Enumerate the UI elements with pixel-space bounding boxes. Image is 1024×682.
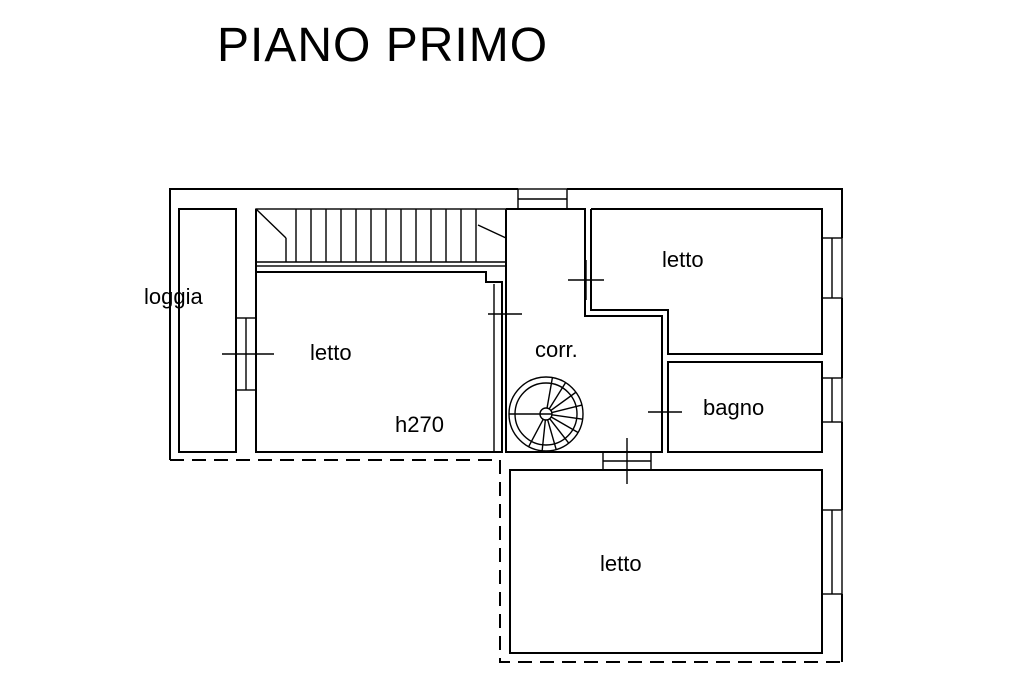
door-bottom xyxy=(602,438,652,484)
label-corridor: corr. xyxy=(535,337,578,362)
room-loggia xyxy=(178,208,237,453)
spiral-tread xyxy=(550,416,579,434)
room-letto-bottom xyxy=(509,469,823,654)
page-title: PIANO PRIMO xyxy=(217,19,549,72)
label-bagno: bagno xyxy=(703,395,764,420)
windows-right xyxy=(821,237,843,595)
door-loggia xyxy=(222,317,274,391)
room-bagno xyxy=(648,361,823,453)
spiral-staircase-icon xyxy=(508,376,584,452)
label-letto-bottom: letto xyxy=(600,551,642,576)
outer-walls xyxy=(169,188,843,663)
spiral-tread xyxy=(546,419,557,450)
label-height: h270 xyxy=(395,412,444,437)
spiral-tread xyxy=(549,418,570,444)
label-letto-left: letto xyxy=(310,340,352,365)
spiral-tread xyxy=(541,419,547,451)
spiral-tread xyxy=(550,391,577,412)
spiral-tread xyxy=(551,414,583,420)
room-letto-top-right xyxy=(568,208,823,355)
room-corridor xyxy=(488,208,663,453)
room-letto-left xyxy=(255,209,503,453)
window-top xyxy=(517,188,568,210)
label-loggia: loggia xyxy=(144,284,203,309)
label-letto-top-right: letto xyxy=(662,247,704,272)
spiral-tread xyxy=(551,404,583,414)
spiral-tread xyxy=(548,382,567,410)
spiral-tread xyxy=(528,418,544,447)
spiral-tread xyxy=(546,377,554,409)
straight-staircase-icon xyxy=(255,208,507,267)
